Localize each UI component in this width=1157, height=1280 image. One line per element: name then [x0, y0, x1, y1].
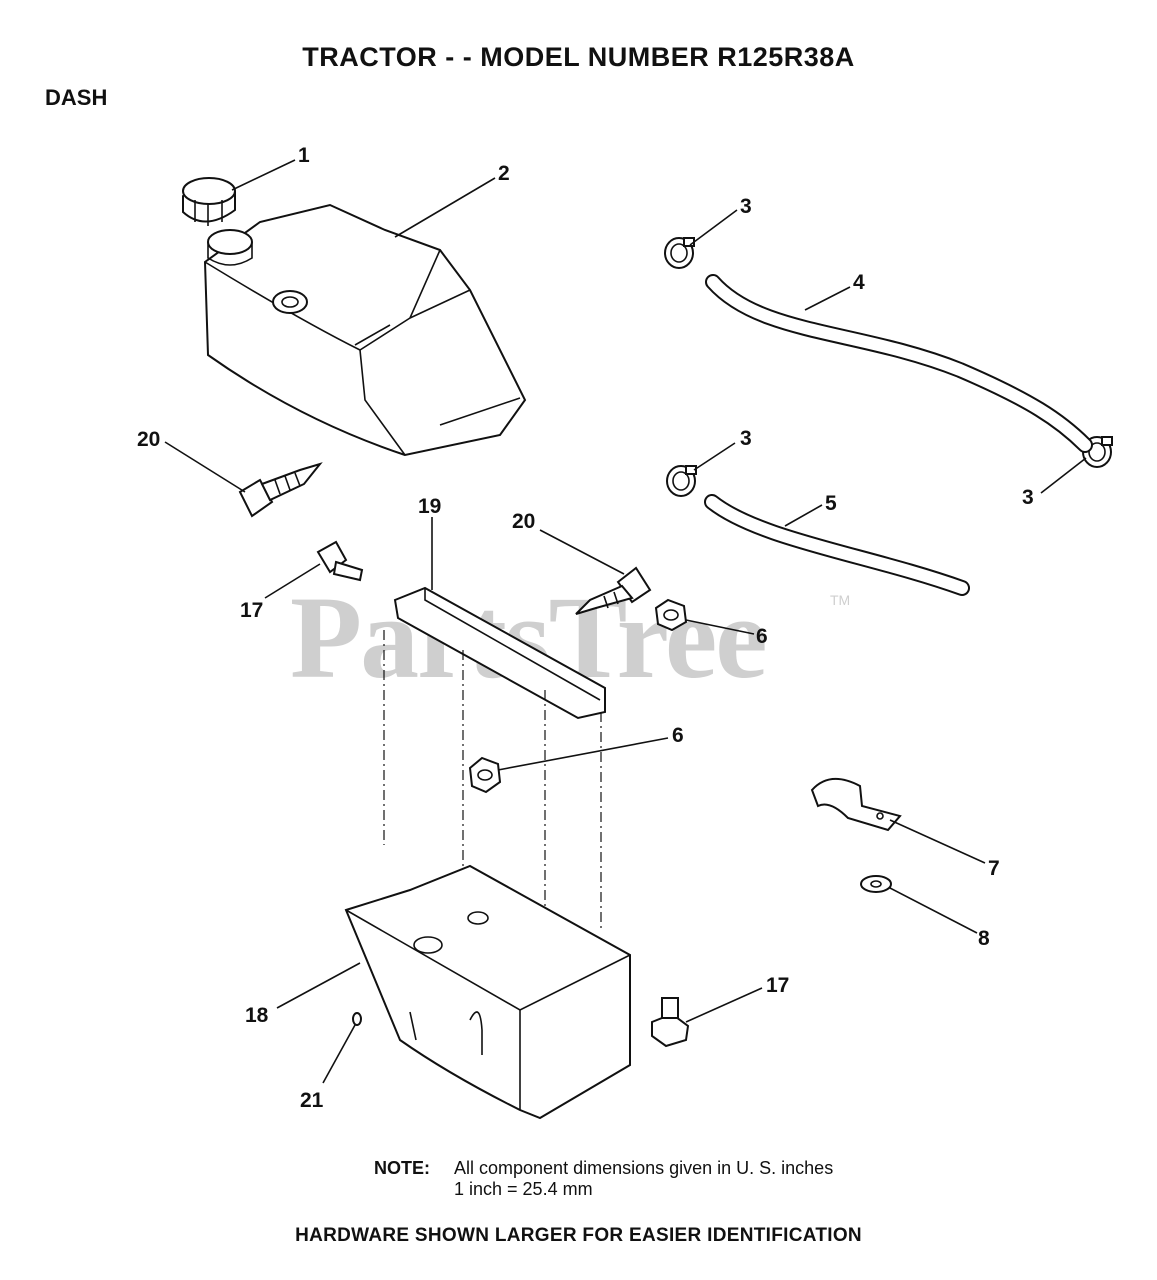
hose-clip-part[interactable]	[810, 778, 902, 832]
support-bracket-part[interactable]	[383, 586, 606, 930]
callout-8: 8	[978, 927, 990, 950]
plug-part[interactable]	[352, 1012, 362, 1026]
fuel-tank-part[interactable]	[203, 203, 527, 457]
callout-3-right: 3	[1022, 486, 1034, 509]
callout-17-lower: 17	[766, 974, 789, 997]
washer-part[interactable]	[860, 875, 892, 893]
hose-clamp-part-upper[interactable]	[664, 237, 695, 269]
callout-17-upper: 17	[240, 599, 263, 622]
footer-text: HARDWARE SHOWN LARGER FOR EASIER IDENTIF…	[295, 1225, 862, 1246]
callout-18: 18	[245, 1004, 269, 1027]
callout-6-lower: 6	[672, 724, 684, 747]
callout-20-upper: 20	[137, 428, 160, 451]
screw-part-middle[interactable]	[575, 566, 652, 615]
callout-2: 2	[498, 162, 510, 185]
page-title: TRACTOR - - MODEL NUMBER R125R38A	[302, 42, 855, 72]
callout-6-upper: 6	[756, 625, 768, 648]
callout-7: 7	[988, 857, 1000, 880]
note-text: All component dimensions given in U. S. …	[454, 1158, 833, 1200]
note-label: NOTE:	[374, 1158, 430, 1178]
hose-clamp-part-middle[interactable]	[666, 465, 697, 497]
callout-1: 1	[298, 144, 310, 167]
watermark-trademark: TM	[830, 592, 851, 608]
hex-nut-part-upper[interactable]	[654, 598, 688, 632]
bolt-part-lower[interactable]	[651, 997, 690, 1048]
hex-nut-part-lower[interactable]	[468, 756, 502, 794]
fuel-hose-short-part[interactable]	[704, 494, 970, 596]
screw-part-upper[interactable]	[238, 462, 323, 518]
callout-3-upper: 3	[740, 195, 752, 218]
section-label: DASH	[45, 85, 108, 110]
bolt-part-upper[interactable]	[316, 540, 364, 582]
note-line-1: All component dimensions given in U. S. …	[454, 1158, 834, 1178]
dash-panel-part[interactable]	[344, 864, 631, 1120]
callout-4: 4	[853, 271, 865, 294]
callout-5: 5	[825, 492, 837, 515]
fuel-cap-part[interactable]	[182, 177, 236, 226]
leader-lines	[164, 159, 1087, 1084]
callout-20-middle: 20	[512, 510, 535, 533]
callout-3-middle: 3	[740, 427, 752, 450]
callout-19: 19	[418, 495, 441, 518]
callout-21: 21	[300, 1089, 324, 1112]
fuel-hose-long-part[interactable]	[705, 274, 1093, 453]
note-line-2: 1 inch = 25.4 mm	[454, 1179, 593, 1199]
note-block: NOTE: All component dimensions given in U…	[374, 1158, 833, 1200]
